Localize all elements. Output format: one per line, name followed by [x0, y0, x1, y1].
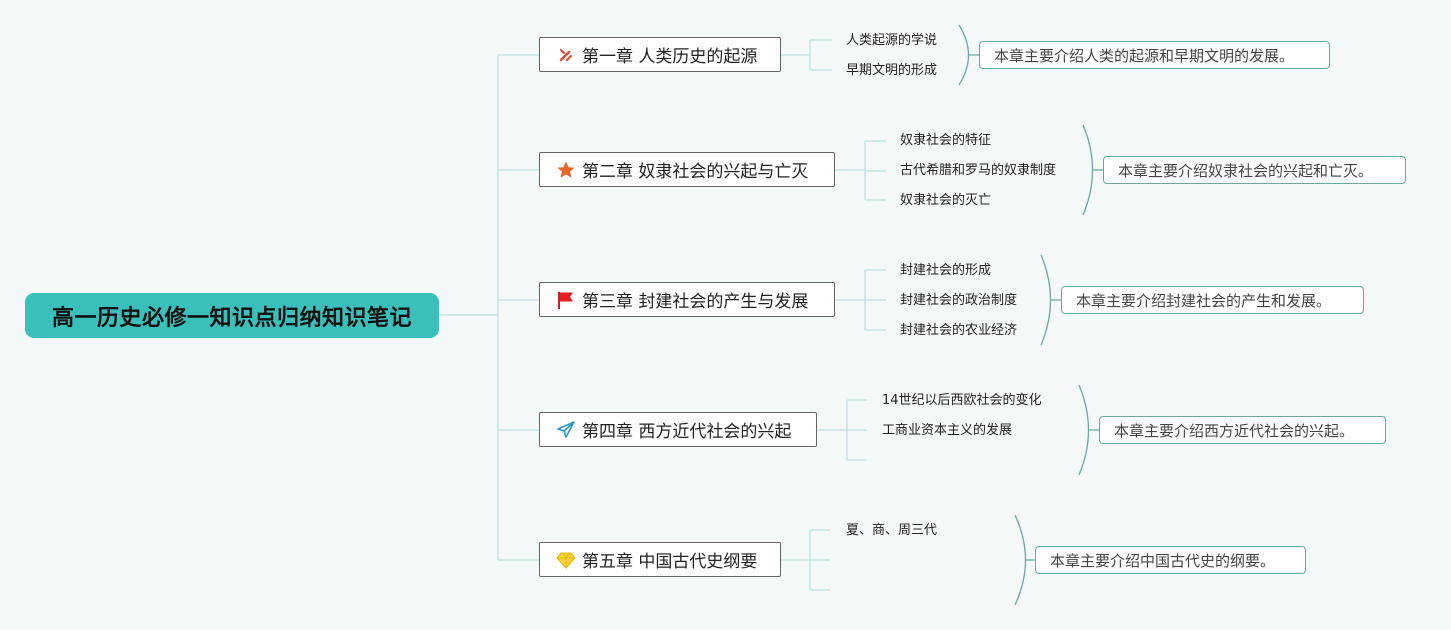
chapter-2-subtopic-2[interactable]: 古代希腊和罗马的奴隶制度: [900, 163, 1057, 178]
tools-icon: [556, 45, 576, 65]
chapter-5-node[interactable]: 第五章 中国古代史纲要: [539, 542, 781, 577]
chapter-5-summary[interactable]: 本章主要介绍中国古代史的纲要。: [1035, 546, 1306, 574]
chapter-1-subtopic-1[interactable]: 人类起源的学说: [846, 33, 938, 48]
chapter-3-subtopic-3[interactable]: 封建社会的农业经济: [900, 323, 1018, 338]
chapter-4-summary-text: 本章主要介绍西方近代社会的兴起。: [1114, 421, 1355, 440]
chapter-5-summary-text: 本章主要介绍中国古代史的纲要。: [1050, 551, 1276, 570]
chapter-3-node[interactable]: 第三章 封建社会的产生与发展: [539, 282, 835, 317]
star-icon: [556, 160, 576, 180]
root-topic[interactable]: 高一历史必修一知识点归纳知识笔记: [25, 293, 439, 338]
chapter-4-subtopic-2[interactable]: 工商业资本主义的发展: [882, 423, 1013, 438]
chapter-5-subtopic-1[interactable]: 夏、商、周三代: [846, 523, 938, 538]
chapter-1-title: 第一章 人类历史的起源: [582, 47, 758, 67]
chapter-2-node[interactable]: 第二章 奴隶社会的兴起与亡灭: [539, 152, 835, 187]
chapter-3-title: 第三章 封建社会的产生与发展: [582, 292, 809, 312]
chapter-1-node[interactable]: 第一章 人类历史的起源: [539, 37, 781, 72]
chapter-4-node[interactable]: 第四章 西方近代社会的兴起: [539, 412, 817, 447]
chapter-4-title: 第四章 西方近代社会的兴起: [582, 422, 792, 442]
chapter-2-summary-text: 本章主要介绍奴隶社会的兴起和亡灭。: [1118, 161, 1374, 180]
chapter-4-summary[interactable]: 本章主要介绍西方近代社会的兴起。: [1099, 416, 1386, 444]
diamond-icon: [556, 550, 576, 570]
chapter-1-summary-text: 本章主要介绍人类的起源和早期文明的发展。: [994, 46, 1295, 65]
chapter-2-title: 第二章 奴隶社会的兴起与亡灭: [582, 162, 809, 182]
root-title: 高一历史必修一知识点归纳知识笔记: [51, 305, 412, 331]
paper-plane-icon: [556, 420, 576, 440]
chapter-1-subtopic-2[interactable]: 早期文明的形成: [846, 63, 938, 78]
chapter-1-summary[interactable]: 本章主要介绍人类的起源和早期文明的发展。: [979, 41, 1330, 69]
chapter-3-summary[interactable]: 本章主要介绍封建社会的产生和发展。: [1061, 286, 1364, 314]
chapter-2-subtopic-1[interactable]: 奴隶社会的特征: [900, 133, 992, 148]
flag-icon: [556, 290, 576, 310]
chapter-3-subtopic-2[interactable]: 封建社会的政治制度: [900, 293, 1018, 308]
chapter-2-summary[interactable]: 本章主要介绍奴隶社会的兴起和亡灭。: [1103, 156, 1406, 184]
chapter-5-title: 第五章 中国古代史纲要: [582, 552, 758, 572]
chapter-2-subtopic-3[interactable]: 奴隶社会的灭亡: [900, 193, 992, 208]
chapter-4-subtopic-1[interactable]: 14世纪以后西欧社会的变化: [882, 393, 1042, 408]
chapter-3-subtopic-1[interactable]: 封建社会的形成: [900, 263, 992, 278]
chapter-3-summary-text: 本章主要介绍封建社会的产生和发展。: [1076, 291, 1332, 310]
